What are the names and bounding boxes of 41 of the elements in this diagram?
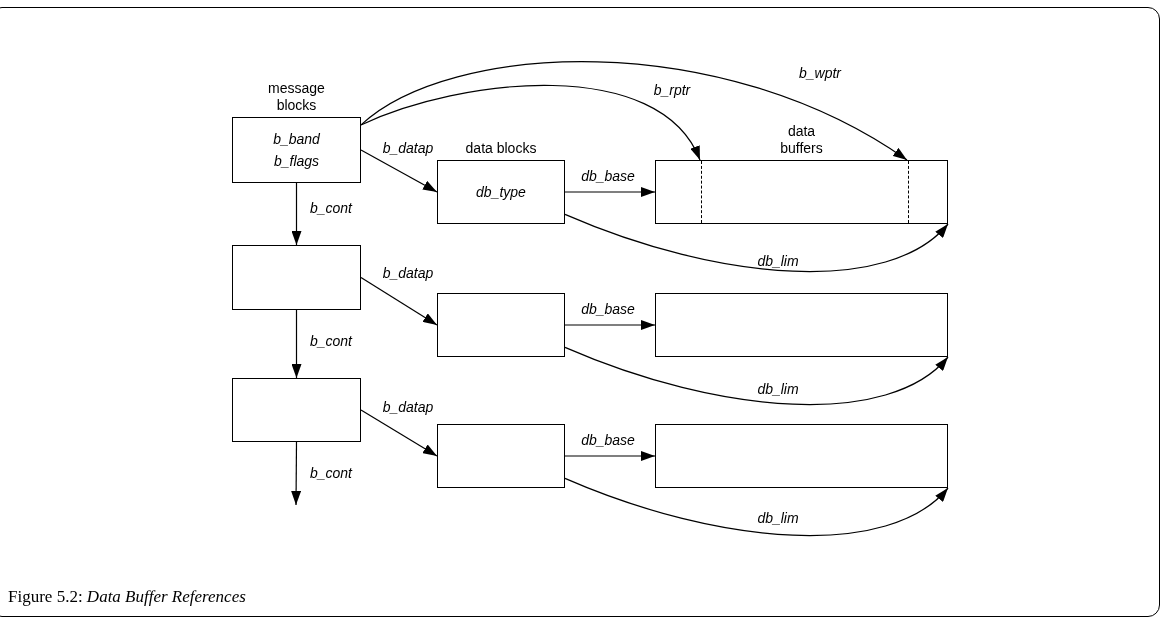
block-heading: data buffers [779,123,824,157]
edge-label: b_rptr [653,82,691,98]
message-block-box [232,378,361,442]
arrow [291,182,302,246]
data-block-box [437,424,565,488]
edge-label: db_base [581,432,635,448]
edge-label: db_lim [757,381,799,397]
block-heading: message blocks [267,80,326,114]
arrow [564,451,656,461]
arrow [564,320,656,330]
arrow [360,149,438,193]
field-name: b_flags [273,152,320,171]
edge-label: b_datap [382,399,434,415]
arrow [291,441,302,506]
arrow [564,346,949,405]
arrow [564,477,949,536]
edge-label: b_cont [310,465,352,481]
figure-caption: Figure 5.2: Data Buffer References [8,586,246,608]
arrow [360,84,701,161]
arrow [360,409,438,457]
arrow [291,309,302,379]
arrow [360,276,438,326]
data-buffer-box [655,424,948,488]
arrow [564,187,656,197]
edge-label: db_lim [757,253,799,269]
edge-label: b_datap [382,140,434,156]
edge-label: db_base [581,168,635,184]
arrow [360,61,908,161]
field-name: b_band [273,130,320,149]
edge-label: b_wptr [799,65,841,81]
field-name: db_type [476,183,526,202]
edge-label: b_cont [310,333,352,349]
edge-label: b_cont [310,200,352,216]
message-block-box [232,245,361,310]
edge-label: db_base [581,301,635,317]
arrow [564,213,949,272]
data-buffer-box [655,293,948,357]
edge-label: db_lim [757,510,799,526]
edge-label: b_datap [382,265,434,281]
data-block-box [437,293,565,357]
block-heading: data blocks [465,140,537,157]
